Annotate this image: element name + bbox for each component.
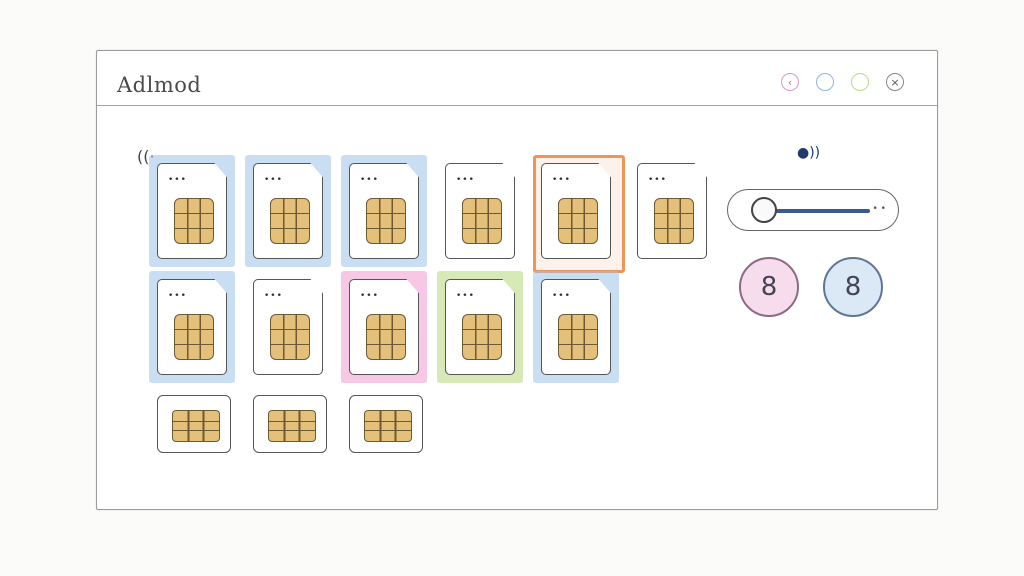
sim-card[interactable]: ••• (157, 163, 227, 259)
sim-chip-icon (366, 198, 406, 244)
pink-toggle-button[interactable]: 8 (739, 257, 799, 317)
sim-chip-icon (174, 198, 214, 244)
window-title: Adlmod (117, 73, 202, 97)
sim-chip-icon (654, 198, 694, 244)
back-arrow-icon[interactable]: ‹ (781, 73, 799, 91)
sim-dots: ••• (456, 291, 475, 301)
sim-card[interactable]: ••• (157, 279, 227, 375)
sim-chip-icon (270, 314, 310, 360)
refresh-circle-icon[interactable] (816, 73, 834, 91)
sim-card[interactable]: ••• (541, 163, 611, 259)
sim-card[interactable] (349, 395, 423, 453)
sim-card[interactable]: ••• (253, 279, 323, 375)
sim-dots: ••• (168, 291, 187, 301)
sim-card[interactable]: ••• (445, 279, 515, 375)
sim-chip-icon (270, 198, 310, 244)
title-bar: Adlmod ‹ × (97, 51, 937, 106)
sim-chip-icon (462, 198, 502, 244)
slider-end-dots: • • (872, 204, 886, 214)
app-window: Adlmod ‹ × ((· •••••••••••••••••••••••••… (96, 50, 938, 510)
slider-knob[interactable] (751, 197, 777, 223)
sim-card[interactable] (157, 395, 231, 453)
sim-dots: ••• (456, 175, 475, 185)
sim-card[interactable] (253, 395, 327, 453)
sim-card[interactable]: ••• (637, 163, 707, 259)
sim-dots: ••• (264, 291, 283, 301)
green-circle-icon[interactable] (851, 73, 869, 91)
sim-card[interactable]: ••• (445, 163, 515, 259)
sim-chip-icon (174, 314, 214, 360)
sim-chip-icon (172, 410, 220, 442)
sim-chip-icon (364, 410, 412, 442)
sim-chip-icon (558, 314, 598, 360)
sim-card[interactable]: ••• (541, 279, 611, 375)
sim-dots: ••• (552, 291, 571, 301)
sim-dots: ••• (552, 175, 571, 185)
close-icon[interactable]: × (886, 73, 904, 91)
sim-dots: ••• (648, 175, 667, 185)
sim-card[interactable]: ••• (349, 279, 419, 375)
blue-toggle-button[interactable]: 8 (823, 257, 883, 317)
slider-track (764, 209, 870, 213)
volume-slider[interactable]: • • (727, 189, 899, 231)
sound-wave-icon[interactable]: ●)) (797, 145, 821, 161)
sim-dots: ••• (264, 175, 283, 185)
sim-chip-icon (558, 198, 598, 244)
sim-dots: ••• (360, 175, 379, 185)
sim-card[interactable]: ••• (349, 163, 419, 259)
sim-chip-icon (366, 314, 406, 360)
sim-chip-icon (268, 410, 316, 442)
sim-chip-icon (462, 314, 502, 360)
sim-dots: ••• (168, 175, 187, 185)
sim-dots: ••• (360, 291, 379, 301)
sim-card[interactable]: ••• (253, 163, 323, 259)
